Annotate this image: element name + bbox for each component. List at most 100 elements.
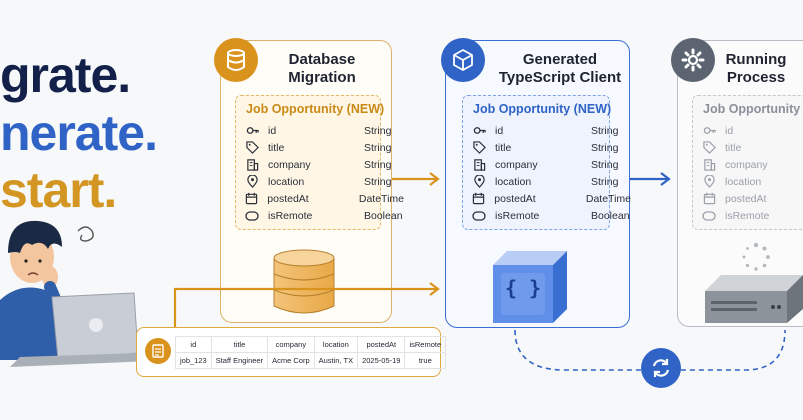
process-schema-card: Job Opportunity (ST idStitleScompanySloc… <box>692 95 803 230</box>
building-icon <box>701 158 717 172</box>
key-icon <box>244 124 260 138</box>
migration-title: Database Migration <box>267 51 377 87</box>
schema-field-row: idS <box>701 122 803 139</box>
field-type: String <box>591 158 619 171</box>
migration-title-line2: Migration <box>288 69 356 86</box>
field-name: location <box>725 175 762 188</box>
calendar-icon <box>471 192 486 206</box>
field-name: postedAt <box>494 192 536 205</box>
slogan-line-3: start. <box>0 162 117 218</box>
table-header-cell: isRemote <box>404 336 447 353</box>
field-type: String <box>364 175 392 188</box>
process-title-line2: Process <box>726 69 786 86</box>
document-icon <box>145 338 171 364</box>
client-title: Generated TypeScript Client <box>490 51 630 87</box>
field-name: isRemote <box>725 209 770 222</box>
process-title-line1: Running <box>725 51 787 68</box>
table-header-cell: company <box>267 336 315 353</box>
field-name: id <box>268 124 277 137</box>
toggle-icon <box>244 209 260 223</box>
toggle-icon <box>471 209 487 223</box>
key-icon <box>701 124 717 138</box>
client-title-line1: Generated <box>522 51 598 68</box>
schema-field-row: location String <box>471 173 631 190</box>
table-header-cell: id <box>175 336 212 353</box>
client-card-title: Job Opportunity (NEW) <box>473 102 612 116</box>
table-cell: Staff Engineer <box>210 352 269 369</box>
field-name: isRemote <box>495 209 540 222</box>
table-header-cell: postedAt <box>357 336 406 353</box>
field-name: title <box>495 141 512 154</box>
building-icon <box>471 158 487 172</box>
slogan-line-1: grate. <box>0 47 131 103</box>
field-name: title <box>725 141 742 154</box>
field-name: location <box>495 175 532 188</box>
migration-panel: Database Migration Job Opportunity (NEW)… <box>220 40 404 323</box>
field-name: id <box>725 124 734 137</box>
schema-field-row: title String <box>244 139 404 156</box>
schema-field-row: postedAt DateTime <box>471 190 631 207</box>
refresh-icon <box>641 348 681 388</box>
table-cell: 2025-05-19 <box>357 352 406 369</box>
tag-icon <box>471 141 487 155</box>
field-type: String <box>364 141 392 154</box>
typescript-cube-icon <box>493 251 567 323</box>
field-name: postedAt <box>725 192 767 205</box>
table-cell: true <box>404 352 447 369</box>
location-pin-icon <box>701 175 717 189</box>
location-pin-icon <box>244 175 260 189</box>
code-braces-glyph: { } <box>504 276 542 300</box>
process-title: Running Process <box>716 51 796 87</box>
migration-title-line1: Database <box>288 51 356 68</box>
tag-icon <box>701 141 717 155</box>
field-name: company <box>725 158 768 171</box>
field-name: title <box>268 141 285 154</box>
field-type: String <box>591 175 619 188</box>
schema-field-row: isRemote Boolean <box>471 207 631 224</box>
table-row: job_123 Staff Engineer Acme Corp Austin,… <box>175 352 447 369</box>
field-type: Boolean <box>364 209 403 222</box>
field-type: String <box>591 141 619 154</box>
field-type: Boolean <box>591 209 630 222</box>
calendar-icon <box>244 192 259 206</box>
toggle-icon <box>701 209 717 223</box>
table-cell: job_123 <box>175 352 212 369</box>
table-header-cell: title <box>210 336 269 353</box>
sample-data-table: id title company location postedAt isRem… <box>136 327 447 377</box>
gear-icon <box>671 38 715 82</box>
table-cell: Austin, TX <box>313 352 359 369</box>
field-type: String <box>364 124 392 137</box>
database-icon <box>214 38 258 82</box>
schema-field-row: company String <box>471 156 631 173</box>
field-name: postedAt <box>267 192 309 205</box>
schema-field-row: id String <box>244 122 404 139</box>
loading-spinner-icon <box>742 242 770 271</box>
tag-icon <box>244 141 260 155</box>
field-type: DateTime <box>585 192 631 205</box>
key-icon <box>471 124 487 138</box>
server-icon <box>705 275 803 323</box>
field-name: company <box>268 158 311 171</box>
field-type: String <box>364 158 392 171</box>
field-name: company <box>495 158 538 171</box>
client-title-line2: TypeScript Client <box>498 69 622 86</box>
sample-table-grid: id title company location postedAt isRem… <box>175 336 447 369</box>
field-name: id <box>495 124 504 137</box>
calendar-icon <box>701 192 717 206</box>
schema-field-row: company String <box>244 156 404 173</box>
table-header-cell: location <box>313 336 359 353</box>
field-name: isRemote <box>268 209 313 222</box>
migration-card-title: Job Opportunity (NEW) <box>246 102 385 116</box>
developer-illustration <box>0 220 150 367</box>
table-cell: Acme Corp <box>267 352 315 369</box>
